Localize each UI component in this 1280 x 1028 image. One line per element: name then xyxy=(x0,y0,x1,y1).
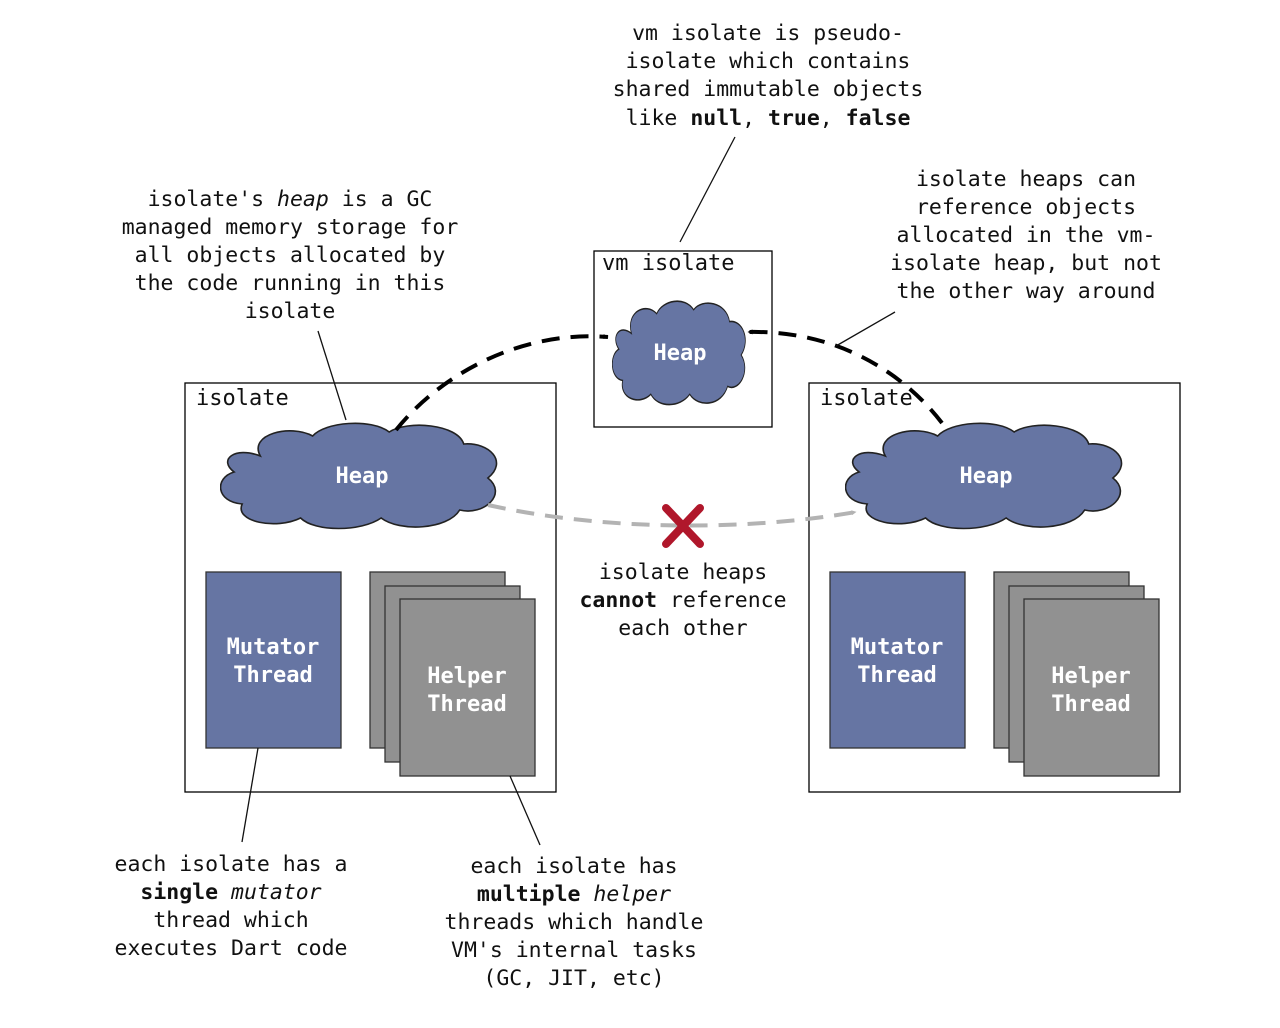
reference-note: isolate heaps can reference objects allo… xyxy=(890,167,1162,304)
right-heap-to-vm-heap-arrow xyxy=(747,329,944,425)
cannot-reference-note: isolate heaps cannot reference each othe… xyxy=(579,560,786,641)
mutator-note-line3: thread which xyxy=(153,908,308,933)
helper-note-line2: multiple helper xyxy=(477,882,671,907)
isolate-right-helper-threads: Helper Thread xyxy=(993,571,1160,777)
forbidden-x-icon xyxy=(662,504,704,548)
isolate-right-title: isolate xyxy=(820,386,913,411)
left-heap-to-vm-heap-arrow xyxy=(394,334,609,432)
vm-note-line3: shared immutable objects xyxy=(613,77,924,102)
vm-isolate-note: vm isolate is pseudo- isolate which cont… xyxy=(613,21,924,131)
mutator-label-line1: Mutator xyxy=(227,635,320,660)
mutator-note-line4: executes Dart code xyxy=(115,936,348,961)
helper-note-line1: each isolate has xyxy=(470,854,677,879)
reference-note-line2: reference objects xyxy=(916,195,1136,220)
isolate-left-helper-threads: Helper Thread xyxy=(369,571,536,777)
vm-isolate-title: vm isolate xyxy=(602,251,734,276)
helper-thread-front xyxy=(1023,598,1160,777)
helper-label-line2: Thread xyxy=(427,692,506,717)
forbidden-heap-to-heap-arrow xyxy=(487,503,857,528)
helper-label-line1: Helper xyxy=(1051,664,1130,689)
heap-note-line4: the code running in this xyxy=(135,271,446,296)
isolate-right-mutator-thread: Mutator Thread xyxy=(829,571,966,749)
isolate-left-heap-label: Heap xyxy=(336,464,389,489)
vm-heap-label: Heap xyxy=(654,341,707,366)
isolate-right-heap-label: Heap xyxy=(960,464,1013,489)
heap-note-leader xyxy=(317,330,347,421)
vm-isolate: vm isolate Heap xyxy=(593,250,773,428)
isolate-left-heap-cloud: Heap xyxy=(221,423,497,528)
heap-note-line5: isolate xyxy=(245,299,336,324)
vm-note-line4: like null, true, false xyxy=(626,106,911,131)
isolate-left: isolate Heap Mutator Thread Helper Threa… xyxy=(184,382,557,793)
mutator-note-leader xyxy=(241,747,259,843)
reference-note-leader xyxy=(835,311,896,347)
mutator-note-line2: single mutator xyxy=(140,880,321,905)
mutator-label-line2: Thread xyxy=(857,663,936,688)
reference-note-line1: isolate heaps can xyxy=(916,167,1136,192)
isolate-left-title: isolate xyxy=(196,386,289,411)
helper-note-line3: threads which handle xyxy=(445,910,704,935)
heap-note-line2: managed memory storage for xyxy=(122,215,459,240)
reference-note-line3: allocated in the vm- xyxy=(897,223,1156,248)
helper-note-line5: (GC, JIT, etc) xyxy=(483,966,664,991)
cannot-note-line3: each other xyxy=(618,616,747,641)
mutator-label-line1: Mutator xyxy=(851,635,944,660)
reference-note-line4: isolate heap, but not xyxy=(890,251,1162,276)
isolate-left-mutator-thread: Mutator Thread xyxy=(205,571,342,749)
vm-heap-cloud: Heap xyxy=(612,301,745,404)
vm-note-line1: vm isolate is pseudo- xyxy=(632,21,904,46)
helper-thread-front xyxy=(399,598,536,777)
mutator-note-line1: each isolate has a xyxy=(115,852,348,877)
helper-note-leader xyxy=(509,775,541,846)
isolate-right-heap-cloud: Heap xyxy=(846,423,1122,528)
isolate-right: isolate Heap Mutator Thread Helper Threa… xyxy=(808,382,1181,793)
heap-description-note: isolate's heap is a GC managed memory st… xyxy=(122,187,459,324)
vm-note-leader xyxy=(679,136,736,243)
heap-note-line3: all objects allocated by xyxy=(135,243,446,268)
helper-label-line1: Helper xyxy=(427,664,506,689)
vm-note-line2: isolate which contains xyxy=(626,49,911,74)
helper-label-line2: Thread xyxy=(1051,692,1130,717)
cannot-note-line1: isolate heaps xyxy=(599,560,767,585)
cannot-note-line2: cannot reference xyxy=(579,588,786,613)
mutator-label-line2: Thread xyxy=(233,663,312,688)
reference-note-line5: the other way around xyxy=(897,279,1156,304)
helper-note-line4: VM's internal tasks xyxy=(451,938,697,963)
heap-note-line1: isolate's heap is a GC xyxy=(148,187,433,212)
helper-note: each isolate has multiple helper threads… xyxy=(445,854,704,991)
mutator-note: each isolate has a single mutator thread… xyxy=(115,852,348,961)
